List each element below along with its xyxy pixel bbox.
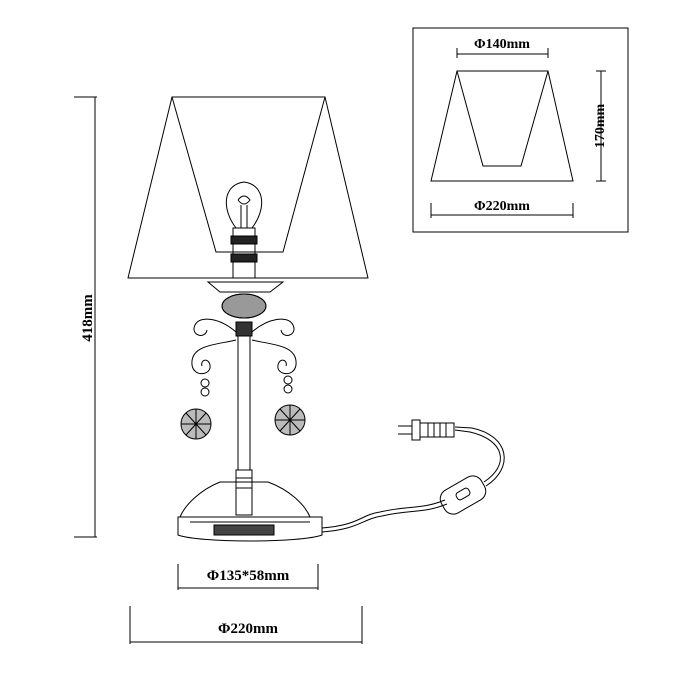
diameter-dimension: Φ220mm xyxy=(129,606,363,644)
scroll-arms xyxy=(191,318,297,397)
shade-bottom-label: Φ220mm xyxy=(474,199,530,214)
stem xyxy=(235,336,253,516)
cord-switch xyxy=(439,475,487,515)
crystal-pendants xyxy=(180,404,306,440)
plug xyxy=(419,422,455,438)
diameter-label: Φ220mm xyxy=(218,621,278,637)
socket xyxy=(218,227,270,279)
shade-top-label: Φ140mm xyxy=(474,37,530,52)
base-dimension: Φ135*58mm xyxy=(177,564,319,590)
height-label: 418mm xyxy=(80,294,96,342)
shade-height-label: 170mm xyxy=(593,104,608,149)
power-cord xyxy=(321,419,505,533)
height-dimension: 418mm xyxy=(74,96,97,538)
light-bulb xyxy=(225,181,263,229)
base-size-label: Φ135*58mm xyxy=(207,568,290,584)
lamp-base xyxy=(177,481,323,542)
ornament xyxy=(206,281,285,337)
shade-inset: Φ140mm 170mm Φ220mm xyxy=(412,27,629,233)
